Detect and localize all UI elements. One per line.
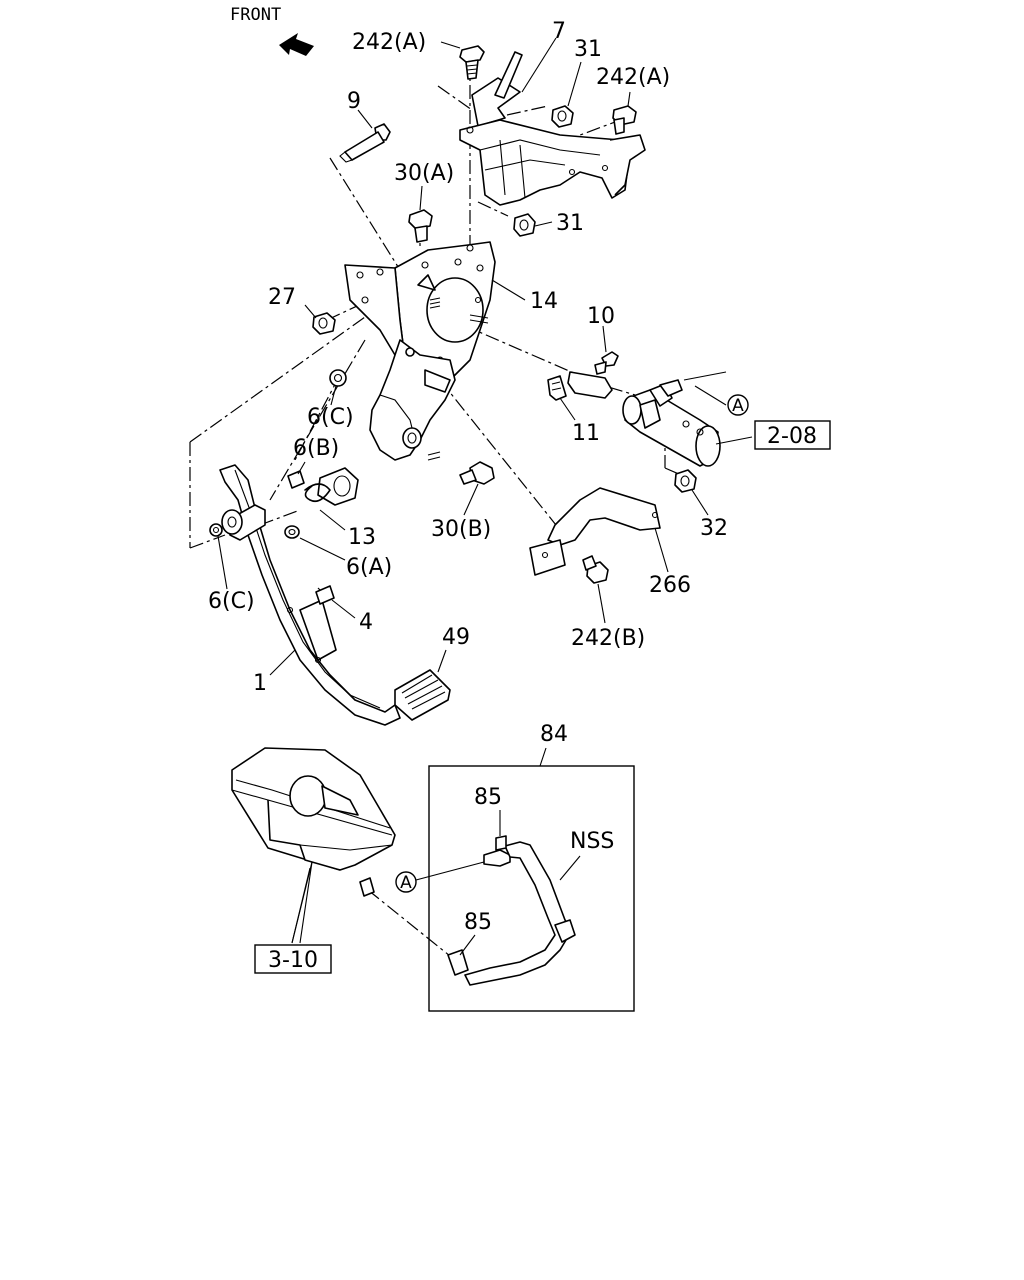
callout-a-lower-text: A	[400, 873, 412, 893]
label-10: 10	[587, 304, 615, 329]
label-6a: 6(A)	[346, 555, 392, 580]
clip-4	[315, 585, 335, 605]
label-nss: NSS	[570, 829, 614, 854]
bolt-242b	[582, 555, 609, 584]
label-4: 4	[359, 610, 373, 635]
label-30b: 30(B)	[431, 517, 491, 542]
label-84: 84	[540, 722, 568, 747]
nut-31-top	[551, 105, 574, 128]
label-242a-right: 242(A)	[596, 65, 670, 90]
leader-lines	[217, 37, 753, 956]
label-266: 266	[649, 573, 691, 598]
upper-mounting-bracket	[459, 51, 646, 206]
return-spring-13	[304, 467, 359, 506]
bushing-6c-lower	[209, 523, 223, 537]
part-labels: 242(A) 7 31 242(A) 9 30(A) 31 27 14 10 1…	[208, 19, 728, 935]
callout-a-upper: A	[727, 394, 749, 416]
label-32: 32	[700, 516, 728, 541]
bolt-30a	[408, 209, 433, 243]
label-242a-top: 242(A)	[352, 30, 426, 55]
hose-kit-box	[428, 765, 635, 1012]
front-indicator: FRONT	[230, 5, 314, 56]
clutch-pedal-arm	[219, 464, 401, 726]
label-30a: 30(A)	[394, 161, 454, 186]
bracket-266	[529, 487, 661, 576]
label-14: 14	[530, 289, 558, 314]
ref-box-2-08[interactable]: 2-08	[754, 420, 831, 450]
clutch-switch-assembly	[547, 351, 619, 401]
label-1: 1	[253, 671, 267, 696]
fluid-reservoir	[231, 747, 396, 897]
pedal-pad-49	[394, 669, 451, 721]
label-27: 27	[268, 285, 296, 310]
bushing-6a	[284, 525, 300, 539]
master-cylinder	[622, 371, 727, 467]
label-6c-lower: 6(C)	[208, 589, 255, 614]
callout-a-lower: A	[395, 871, 417, 893]
label-85-bottom: 85	[464, 910, 492, 935]
nut-32	[674, 469, 697, 493]
clutch-hose	[447, 835, 576, 986]
nut-27	[312, 312, 336, 335]
bolt-9	[339, 123, 391, 163]
bolt-242a-right	[612, 105, 637, 135]
bushing-6c-upper	[329, 369, 347, 387]
pedal-bracket-14	[344, 241, 496, 461]
label-85-top: 85	[474, 785, 502, 810]
nut-31-mid	[513, 213, 536, 237]
label-49: 49	[442, 625, 470, 650]
front-arrow-icon	[279, 33, 314, 56]
bolt-30b	[459, 461, 495, 485]
bushing-6b	[287, 470, 305, 489]
label-13: 13	[348, 525, 376, 550]
label-6c-upper: 6(C)	[307, 405, 354, 430]
label-11: 11	[572, 421, 600, 446]
ref-2-08-text: 2-08	[767, 424, 817, 449]
callout-a-upper-text: A	[732, 396, 744, 416]
label-6b: 6(B)	[293, 436, 339, 461]
label-7: 7	[552, 19, 566, 44]
ref-box-3-10[interactable]: 3-10	[254, 944, 332, 974]
front-label: FRONT	[230, 5, 281, 25]
label-242b: 242(B)	[571, 626, 645, 651]
bolt-242a-top	[459, 45, 485, 80]
label-31-top: 31	[574, 37, 602, 62]
label-31-mid: 31	[556, 211, 584, 236]
label-9: 9	[347, 89, 361, 114]
ref-3-10-text: 3-10	[268, 948, 318, 973]
